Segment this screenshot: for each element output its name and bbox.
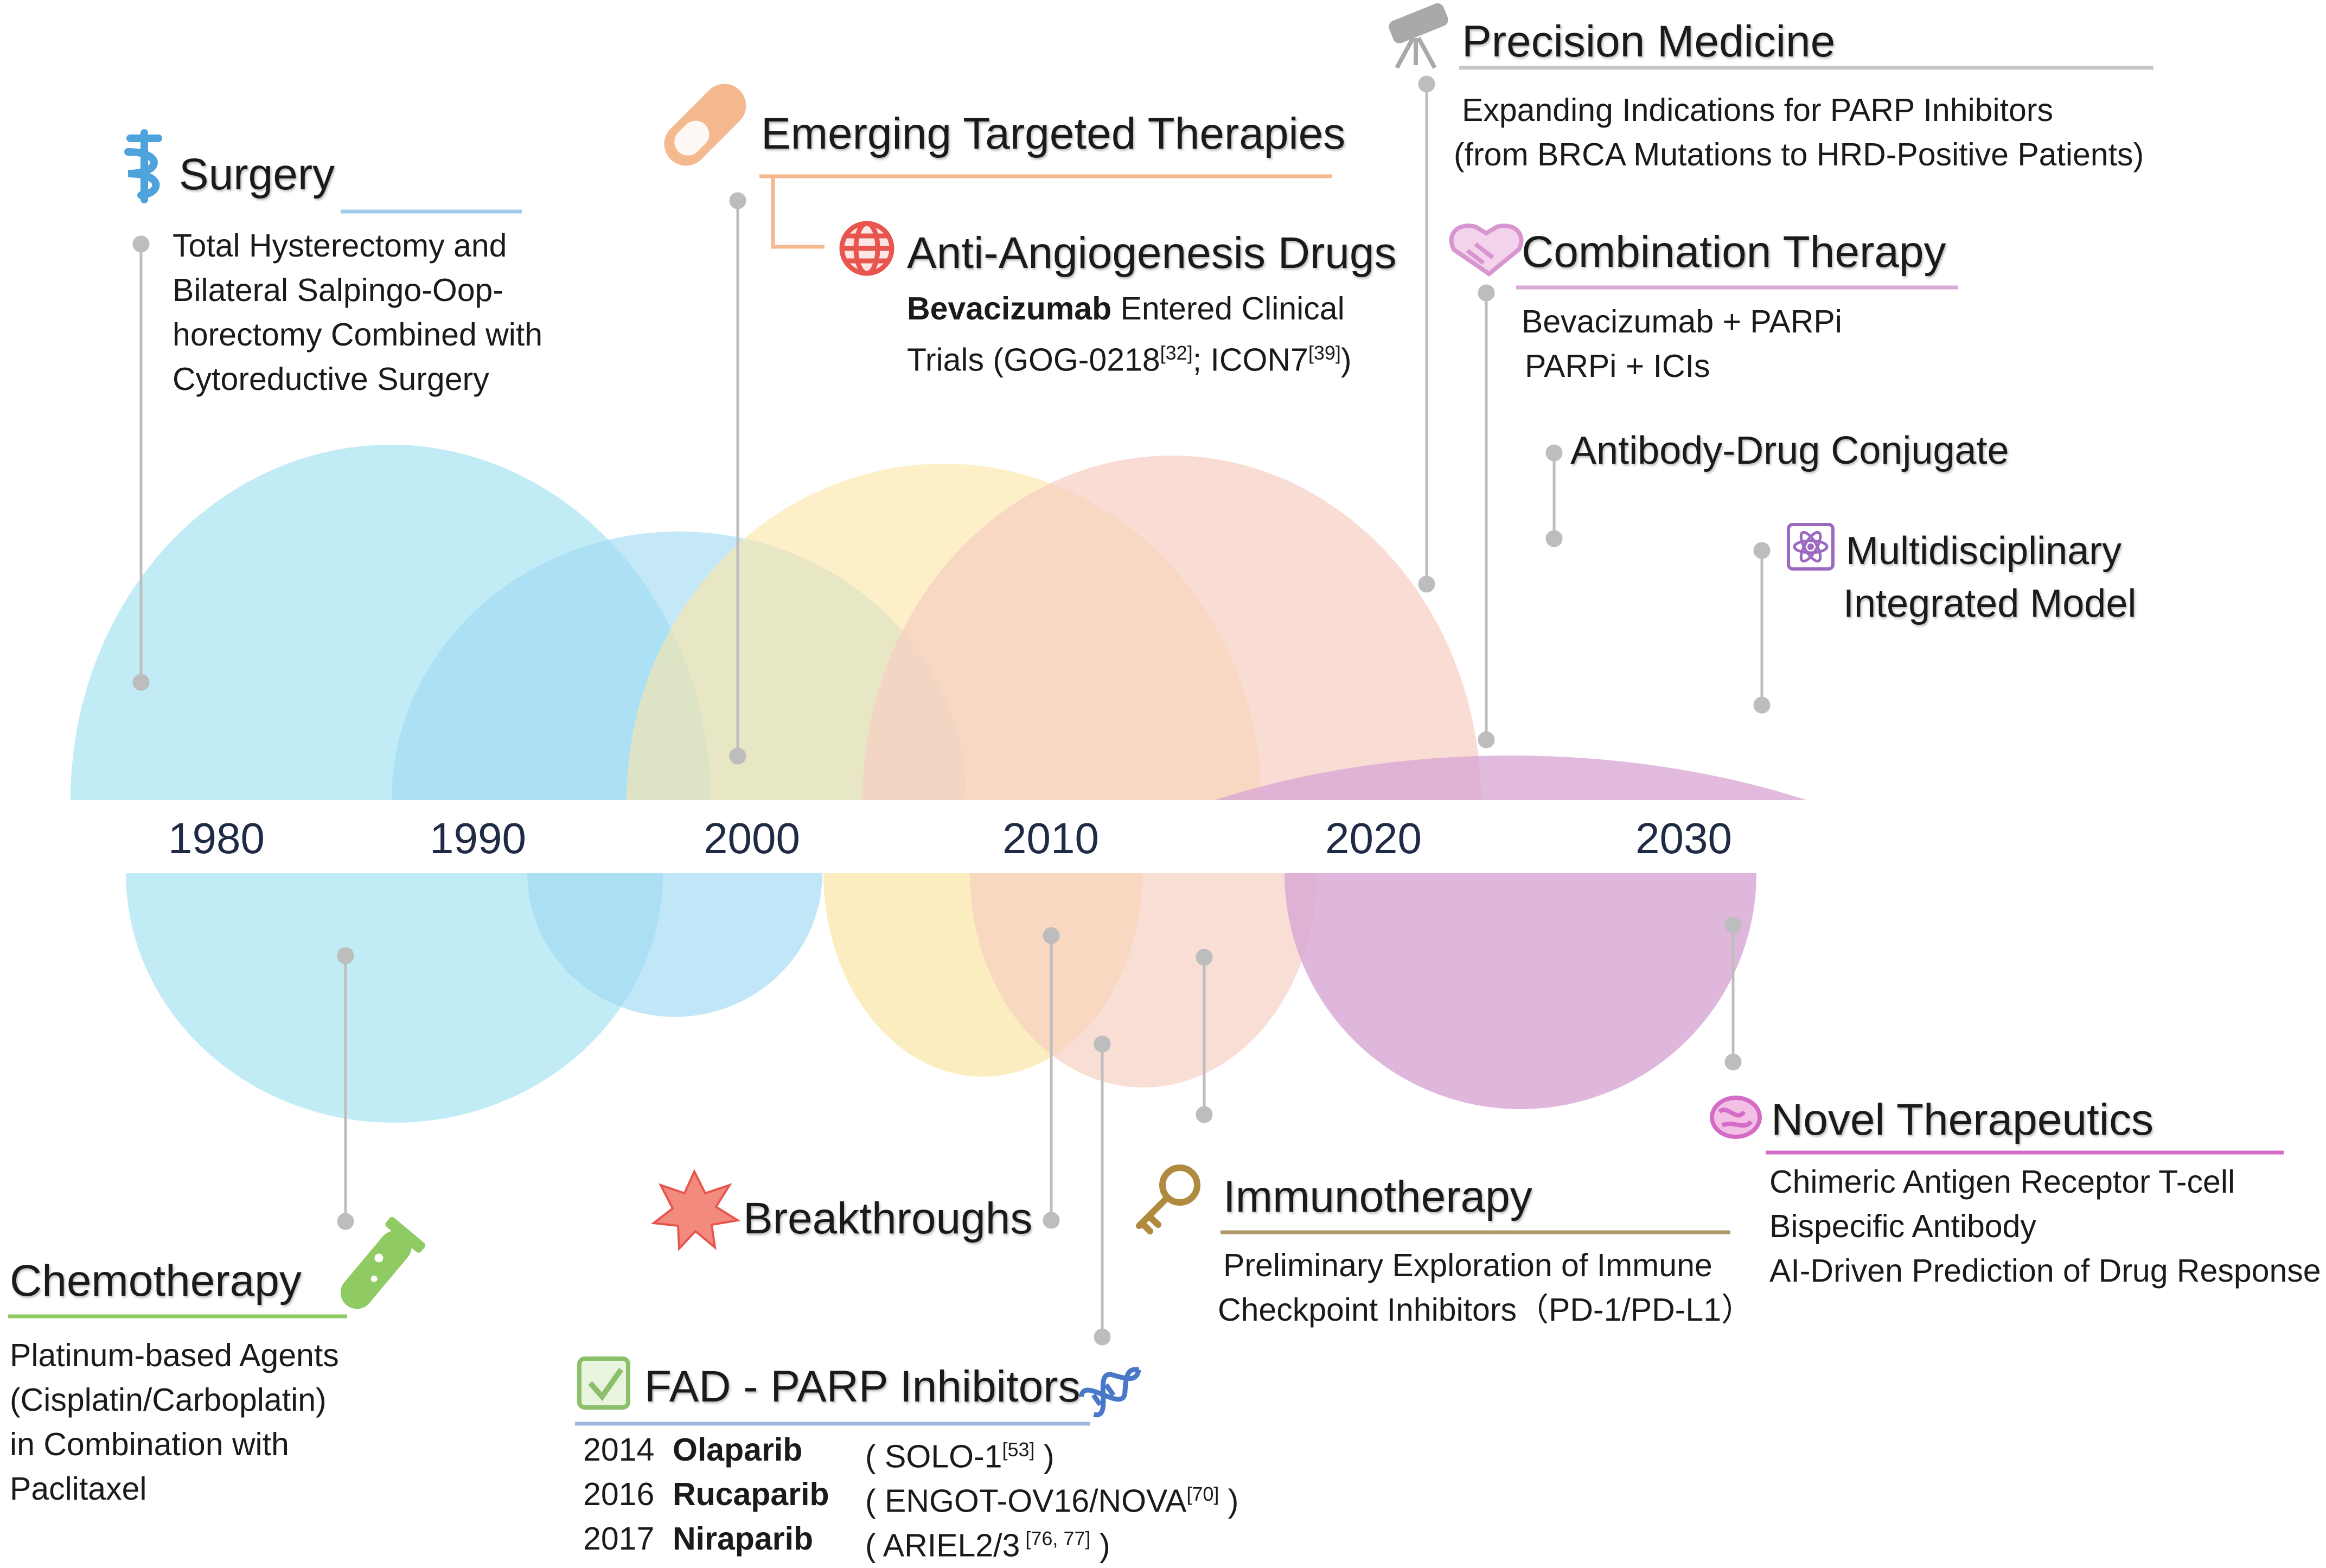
surgery-line: horectomy Combined with [172,317,543,353]
fad-row: 2014 Olaparib ( SOLO-1[53] ) [583,1428,1288,1475]
fad-row-year: 2016 [583,1476,655,1512]
atom-icon [1787,523,1835,571]
lower-semicircle-purple [1285,873,1756,1109]
year-label-2010: 2010 [1002,814,1099,862]
combination-line: PARPi + ICIs [1525,348,1710,384]
key-icon [1136,1164,1200,1234]
angio-line-1: Bevacizumab Entered Clinical [907,286,1352,331]
angio-title: Anti-Angiogenesis Drugs [907,228,1397,278]
combination-title: Combination Therapy [1522,227,1946,277]
angio-drug: Bevacizumab [907,291,1112,327]
chemo-line: Paclitaxel [10,1471,147,1507]
year-label-1990: 1990 [430,814,526,862]
angio-line-2: Trials (GOG-0218[32]; ICON7[39]) [907,331,1352,382]
fad-row-trial: ( ARIEL2/3 [76, 77] ) [865,1527,1110,1564]
angio-line2-a: Trials (GOG-0218 [907,342,1160,378]
surgery-line: Bilateral Salpingo-Oop- [172,272,503,308]
fad-row-trial: ( SOLO-1[53] ) [865,1438,1055,1475]
test-tube-icon [340,1217,425,1309]
fad-row-trial: ( ENGOT-OV16/NOVA[70] ) [865,1483,1239,1519]
novel-line: AI-Driven Prediction of Drug Response [1769,1253,2321,1289]
chemo-line: (Cisplatin/Carboplatin) [10,1382,327,1418]
lower-semicircle-pink [970,873,1317,1087]
surgery-description: Total Hysterectomy and Bilateral Salping… [172,223,542,401]
globe-icon [839,221,894,276]
lower-semicircle-cyan [126,873,663,1123]
fad-row-drug: Niraparib [673,1521,814,1557]
angio-line2-c: ) [1340,342,1352,378]
combination-description: Bevacizumab + PARPi PARPi + ICIs [1522,299,1842,388]
surgery-line: Total Hysterectomy and [172,228,507,264]
upper-semicircle-pink [862,456,1481,800]
chemo-line: in Combination with [10,1426,289,1462]
surgery-line: Cytoreductive Surgery [172,361,489,397]
surgery-title: Surgery [179,150,335,199]
targeted-bracket [771,176,825,249]
fad-row-drug: Olaparib [673,1432,803,1468]
immuno-line: Checkpoint Inhibitors（PD-1/PD-L1） [1218,1292,1754,1328]
breakthroughs-title: Breakthroughs [743,1194,1033,1243]
telescope-icon [1389,3,1448,69]
dna-icon [1078,1367,1141,1418]
multi-title-line-1: Multidisciplinary [1846,529,2122,573]
checkbox-icon [577,1356,630,1410]
fad-row: 2016 Rucaparib ( ENGOT-OV16/NOVA[70] ) [583,1472,1288,1519]
chemo-description: Platinum-based Agents (Cisplatin/Carbopl… [10,1333,339,1511]
year-label-2000: 2000 [704,814,800,862]
upper-semicircle-purple [1215,756,1806,800]
novel-line: Bispecific Antibody [1769,1208,2036,1244]
fad-row-year: 2014 [583,1432,655,1468]
fad-row-year: 2017 [583,1521,655,1557]
fad-row-ref: [70] [1186,1483,1219,1505]
angio-line1-rest: Entered Clinical [1111,291,1345,327]
fad-table: 2014 Olaparib ( SOLO-1[53] ) 2016 Rucapa… [583,1428,1288,1564]
angio-description: Bevacizumab Entered Clinical Trials (GOG… [907,286,1352,382]
combination-line: Bevacizumab + PARPi [1522,304,1842,340]
lower-semicircle-blue [527,873,822,1017]
immuno-title: Immunotherapy [1223,1172,1532,1221]
angio-ref-2: [39] [1308,342,1341,364]
multi-title-line-2: Integrated Model [1843,582,2137,625]
fad-title: FAD - PARP Inhibitors [644,1362,1081,1411]
caduceus-icon [124,129,162,203]
fad-row-ref: [53] [1002,1438,1035,1461]
precision-description: Expanding Indications for PARP Inhibitor… [1454,88,2144,177]
chemo-title: Chemotherapy [10,1256,302,1305]
angio-line2-b: ; ICON7 [1192,342,1308,378]
brain-icon [1710,1096,1762,1139]
chemo-line: Platinum-based Agents [10,1337,339,1373]
precision-line: Expanding Indications for PARP Inhibitor… [1462,92,2053,128]
fad-row: 2017 Niraparib ( ARIEL2/3 [76, 77] ) [583,1516,1288,1564]
year-label-2020: 2020 [1325,814,1422,862]
adc-title: Antibody-Drug Conjugate [1570,429,2009,472]
angio-ref-1: [32] [1160,342,1193,364]
fad-row-drug: Rucaparib [673,1476,829,1512]
targeted-title: Emerging Targeted Therapies [761,109,1346,158]
immuno-line: Preliminary Exploration of Immune [1223,1247,1712,1283]
novel-line: Chimeric Antigen Receptor T-cell [1769,1164,2235,1200]
year-label-1980: 1980 [168,814,265,862]
immuno-description: Preliminary Exploration of Immune Checkp… [1218,1243,1753,1332]
capsule-icon [664,84,746,166]
precision-title: Precision Medicine [1462,17,1836,66]
fad-row-ref: [76, 77] [1020,1527,1091,1550]
novel-description: Chimeric Antigen Receptor T-cell Bispeci… [1769,1160,2321,1293]
year-label-2030: 2030 [1635,814,1732,862]
handshake-icon [1449,223,1524,277]
precision-line: (from BRCA Mutations to HRD-Positive Pat… [1454,137,2144,172]
novel-title: Novel Therapeutics [1771,1095,2154,1144]
starburst-icon [650,1169,741,1251]
